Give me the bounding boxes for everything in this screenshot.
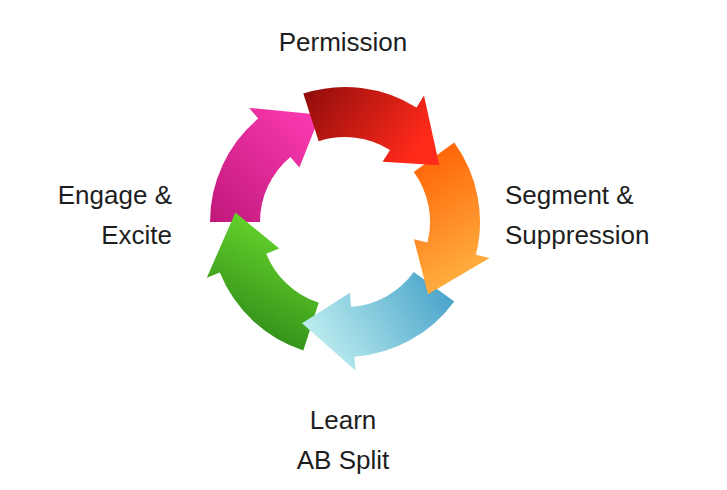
orange-arrow <box>414 143 490 295</box>
stage-label: Engage & Excite <box>20 175 172 255</box>
red-arrow <box>303 87 439 165</box>
stage-label: Learn AB Split <box>293 400 393 480</box>
stage-label: Segment & Suppression <box>505 175 683 255</box>
green-arrow <box>207 212 319 350</box>
stage-label: Permission <box>193 22 493 62</box>
pink-arrow <box>210 108 320 222</box>
